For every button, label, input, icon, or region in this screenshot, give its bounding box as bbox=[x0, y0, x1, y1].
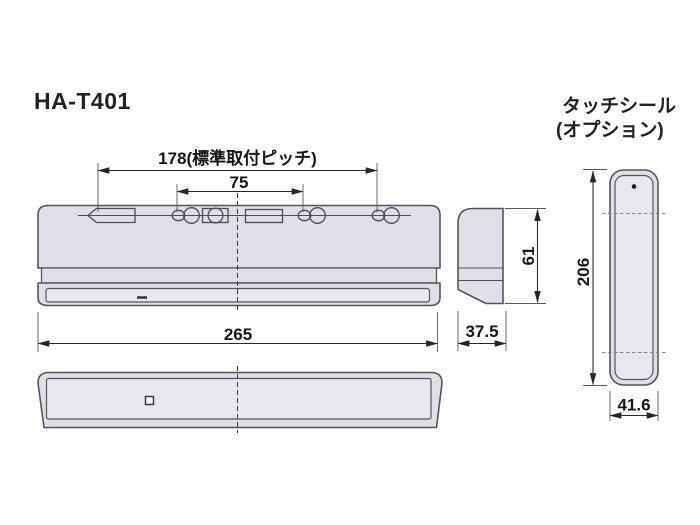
front-mid-strip bbox=[40, 267, 438, 284]
front-body bbox=[37, 204, 441, 269]
mounting-hole-1 bbox=[183, 207, 200, 224]
mounting-hole-4 bbox=[383, 207, 400, 224]
mounting-hole-3 bbox=[309, 207, 326, 224]
side-body bbox=[457, 207, 504, 305]
option-label: (オプション) bbox=[556, 120, 664, 141]
dim-seal-length-label: 206 bbox=[574, 258, 593, 286]
mounting-oval-1 bbox=[171, 209, 186, 222]
dim-hole-pitch-label: 75 bbox=[230, 173, 249, 192]
mounting-oval-2 bbox=[297, 209, 312, 222]
bottom-view bbox=[37, 366, 443, 433]
dim-body-depth-label: 37.5 bbox=[465, 322, 498, 341]
dim-body-height-label: 61 bbox=[519, 247, 538, 266]
seal-dot bbox=[631, 184, 637, 189]
mounting-rect-2 bbox=[244, 208, 284, 224]
front-view bbox=[37, 193, 441, 311]
touch-seal-view bbox=[602, 169, 666, 386]
mounting-oval-3 bbox=[371, 209, 386, 222]
bottom-inset-panel bbox=[45, 377, 432, 420]
dim-body-depth: 37.5 bbox=[457, 311, 507, 351]
mounting-slot bbox=[86, 207, 136, 224]
touch-seal-label: タッチシール bbox=[562, 96, 677, 117]
bottom-square-hole bbox=[144, 395, 155, 406]
dim-hole-pitch: 75 bbox=[176, 173, 304, 212]
dim-body-width: 265 bbox=[37, 312, 439, 352]
model-number-label: HA-T401 bbox=[34, 88, 131, 114]
dim-seal-width-label: 41.6 bbox=[617, 396, 650, 415]
dim-body-height: 61 bbox=[505, 208, 546, 304]
dim-mounting-pitch: 178(標準取付ピッチ) bbox=[97, 148, 378, 212]
dim-body-width-label: 265 bbox=[224, 325, 252, 344]
dim-mounting-pitch-label: 178(標準取付ピッチ) bbox=[158, 148, 317, 168]
side-view bbox=[457, 207, 504, 305]
seal-inner bbox=[614, 174, 654, 381]
dim-seal-width: 41.6 bbox=[609, 391, 659, 421]
mounting-hole-2 bbox=[207, 207, 224, 224]
dim-seal-length: 206 bbox=[574, 169, 607, 386]
